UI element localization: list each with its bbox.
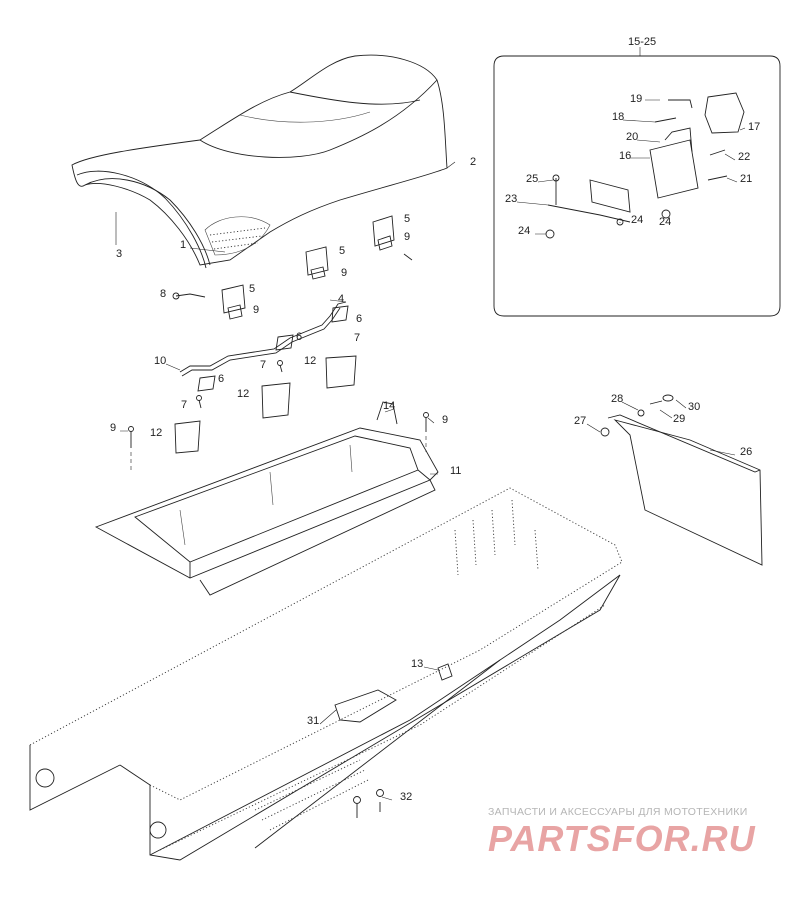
callout-c12b: 12	[237, 388, 249, 400]
callout-c29: 29	[673, 413, 685, 425]
clip-13	[437, 663, 453, 681]
callout-c12a: 12	[304, 355, 316, 367]
callout-c19: 19	[630, 93, 642, 105]
callout-c22: 22	[738, 151, 750, 163]
clips	[174, 355, 357, 454]
callout-c7a: 7	[354, 332, 360, 344]
storage-tray	[94, 401, 439, 596]
callout-c7c: 7	[181, 399, 187, 411]
watermark-logo: PARTSFOR.RU	[488, 818, 756, 859]
callout-c30: 30	[688, 401, 700, 413]
latch-rod	[172, 292, 349, 392]
callout-c18: 18	[612, 111, 624, 123]
callout-c23: 23	[505, 193, 517, 205]
hinge-brackets	[221, 215, 395, 320]
callout-c2: 2	[470, 156, 476, 168]
callout-c6a: 6	[356, 313, 362, 325]
callout-c21: 21	[740, 173, 752, 185]
callout-c3: 3	[116, 248, 122, 260]
callout-c1: 1	[180, 239, 186, 251]
callout-c9a: 9	[404, 231, 410, 243]
callout-c24a: 24	[631, 214, 643, 226]
callout-c5a: 5	[404, 213, 410, 225]
callout-c10: 10	[154, 355, 166, 367]
callout-c8: 8	[160, 288, 166, 300]
callout-c4: 4	[338, 293, 344, 305]
callout-c31: 31	[307, 715, 319, 727]
callout-c26: 26	[740, 446, 752, 458]
callout-c25: 25	[526, 173, 538, 185]
callout-c9c: 9	[253, 304, 259, 316]
callout-c17: 17	[748, 121, 760, 133]
watermark-caption: ЗАПЧАСТИ И АКСЕССУАРЫ ДЛЯ МОТОТЕХНИКИ	[488, 806, 748, 818]
detail-panel	[493, 47, 781, 317]
callout-labels: 1234555666777899999101112121213141617181…	[110, 93, 760, 803]
bracket-31	[334, 689, 397, 723]
callout-c5b: 5	[339, 245, 345, 257]
callout-c13: 13	[411, 658, 423, 670]
rear-tunnel	[29, 487, 623, 861]
callout-c14: 14	[383, 400, 395, 412]
callout-c32: 32	[400, 791, 412, 803]
callout-c12c: 12	[150, 427, 162, 439]
callout-c6b: 6	[296, 331, 302, 343]
callout-c27: 27	[574, 415, 586, 427]
callout-c28: 28	[611, 393, 623, 405]
callout-c9b: 9	[341, 267, 347, 279]
leader-lines	[115, 99, 746, 801]
callout-c9e: 9	[442, 414, 448, 426]
callout-c16: 16	[619, 150, 631, 162]
callout-c11: 11	[450, 465, 461, 477]
callout-c9d: 9	[110, 422, 116, 434]
callout-c24c: 24	[518, 225, 530, 237]
callout-c6c: 6	[218, 373, 224, 385]
callout-c7b: 7	[260, 359, 266, 371]
fasteners	[128, 253, 429, 818]
seat	[71, 54, 448, 269]
mud-flap	[600, 394, 763, 566]
callout-c20: 20	[626, 131, 638, 143]
detail-panel-title: 15-25	[628, 36, 656, 48]
callout-c24b: 24	[659, 216, 671, 228]
callout-c5c: 5	[249, 283, 255, 295]
